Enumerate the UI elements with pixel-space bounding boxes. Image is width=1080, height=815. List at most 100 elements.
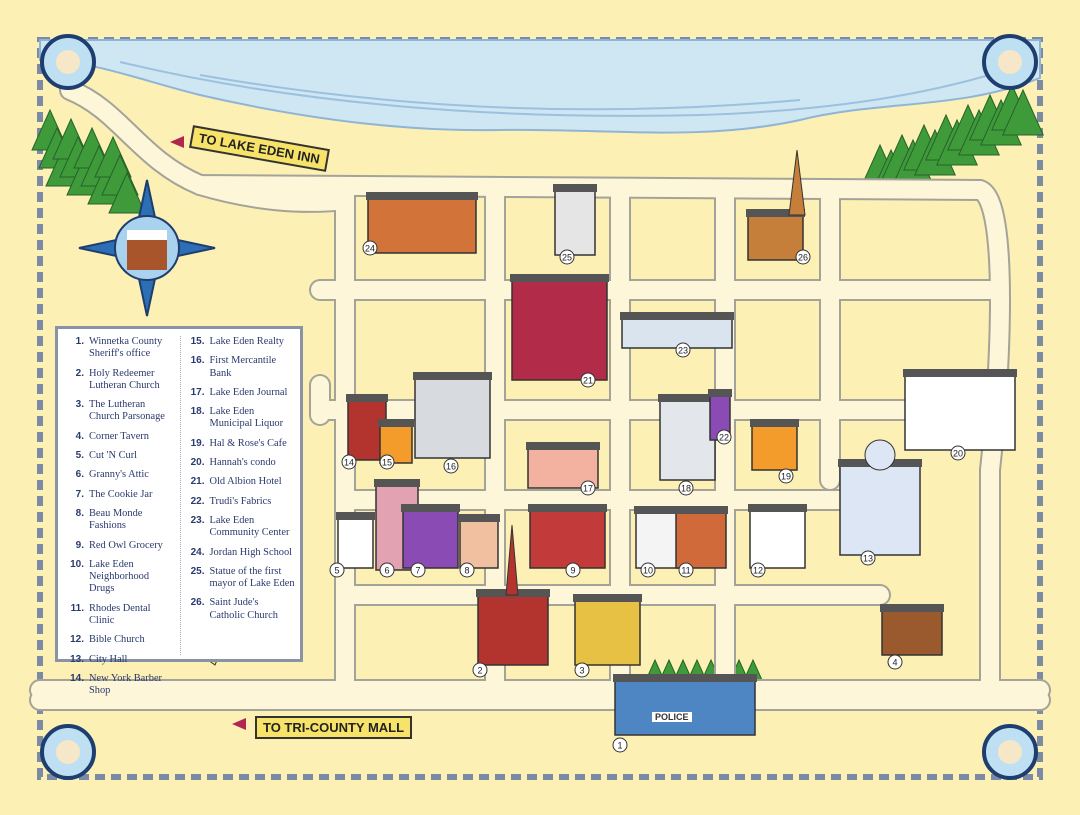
map-marker[interactable] [362,240,378,256]
legend-entry: 11.Rhodes Dental Clinic [64,603,176,628]
building[interactable] [574,599,641,666]
building[interactable] [477,594,549,666]
marker-number: 3 [579,666,584,676]
map-marker[interactable] [443,458,459,474]
legend-number: 2. [75,367,84,379]
building[interactable] [402,509,459,569]
legend-number: 22. [190,495,205,507]
building-roof [674,506,728,514]
map-marker[interactable] [410,562,426,578]
map-marker[interactable] [472,662,488,678]
map-marker[interactable] [795,249,811,265]
building-roof [336,512,375,520]
building[interactable] [414,377,491,459]
map-marker[interactable] [778,468,794,484]
church-steeple [505,524,519,596]
building-roof [366,192,478,200]
map-marker[interactable] [950,445,966,461]
building[interactable] [337,517,374,569]
legend-label: Lake Eden Neighborhood Drugs [89,558,150,595]
map-marker[interactable] [612,737,628,753]
building-roof [746,209,805,217]
map-marker[interactable] [640,562,656,578]
legend-label: Saint Jude's Catholic Church [209,597,278,621]
map-marker[interactable] [379,454,395,470]
building[interactable] [554,189,596,256]
legend-entry: 7.The Cookie Jar [64,489,176,501]
legend-number: 16. [190,355,205,367]
map-marker[interactable] [716,429,732,445]
legend-label: Beau Monde Fashions [89,507,143,532]
church-steeple [788,149,806,216]
building-roof [613,674,757,682]
building[interactable] [839,464,921,556]
legend-entry: 6.Granny's Attic [64,469,176,481]
legend-column-left: 1.Winnetka County Sheriff's office 2. Holy… [64,336,176,696]
map-marker[interactable] [675,342,691,358]
map-marker[interactable] [559,249,575,265]
building[interactable] [747,214,804,261]
building-roof [528,504,607,512]
roads [29,79,1051,711]
marker-number: 5 [334,566,339,576]
building[interactable] [529,509,606,569]
legend-entry: 15.Lake Eden Realty [185,336,297,348]
map-marker[interactable] [459,562,475,578]
building[interactable] [749,509,806,569]
building-roof [708,389,732,397]
legend-entry: 21.Old Albion Hotel [185,476,297,488]
building-roof [374,479,420,487]
legend-label: Bible Church [89,634,145,646]
building[interactable] [881,609,943,656]
marker-number: 16 [446,462,456,472]
building-roof [401,504,460,512]
map-marker[interactable] [565,562,581,578]
building[interactable] [751,424,798,471]
legend-label: Lake Eden Journal [209,386,288,398]
building[interactable] [367,197,477,254]
map-marker[interactable] [860,550,876,566]
legend-entry: 16. First Mercantile Bank [185,355,297,380]
legend-number: 25. [190,565,205,577]
legend-label: Granny's Attic [89,469,149,481]
marker-number: 24 [365,244,375,254]
building[interactable] [614,679,756,736]
legend-entry: 17.Lake Eden Journal [185,387,297,399]
map-marker[interactable] [580,372,596,388]
marker-number: 17 [583,484,593,494]
map-marker[interactable] [887,654,903,670]
legend-entry: 8.Beau Monde Fashions [64,508,176,533]
marker-number: 22 [719,433,729,443]
legend-label: Rhodes Dental Clinic [89,602,151,627]
legend-label: Trudi's Fabrics [209,495,272,507]
legend-entry: 1.Winnetka County Sheriff's office [64,336,176,361]
building[interactable] [659,399,716,481]
map-marker[interactable] [580,480,596,496]
building-roof [553,184,597,192]
legend-number: 4. [75,430,84,442]
marker-number: 15 [382,458,392,468]
building[interactable] [511,279,608,381]
legend-entry: 3.The Lutheran Church Parsonage [64,399,176,424]
map-marker[interactable] [341,454,357,470]
map-marker[interactable] [678,480,694,496]
map-marker[interactable] [750,562,766,578]
map-marker[interactable] [574,662,590,678]
map-marker[interactable] [678,562,694,578]
legend-entry: 10.Lake Eden Neighborhood Drugs [64,559,176,596]
legend-label: City Hall [89,653,128,665]
legend-label: Holy Redeemer Lutheran Church [89,367,160,391]
building[interactable] [621,317,733,349]
building-roof [634,506,686,514]
building[interactable] [904,374,1016,451]
building-roof [903,369,1017,377]
building[interactable] [675,511,727,569]
dessert-icon [56,740,80,764]
map-marker[interactable] [329,562,345,578]
map-marker[interactable] [379,562,395,578]
legend-entry: 24.Jordan High School [185,547,297,559]
legend-label: Lake Eden Realty [209,336,284,347]
legend-number: 20. [190,457,205,469]
building[interactable] [459,519,499,569]
legend-label: First Mercantile Bank [209,355,277,379]
